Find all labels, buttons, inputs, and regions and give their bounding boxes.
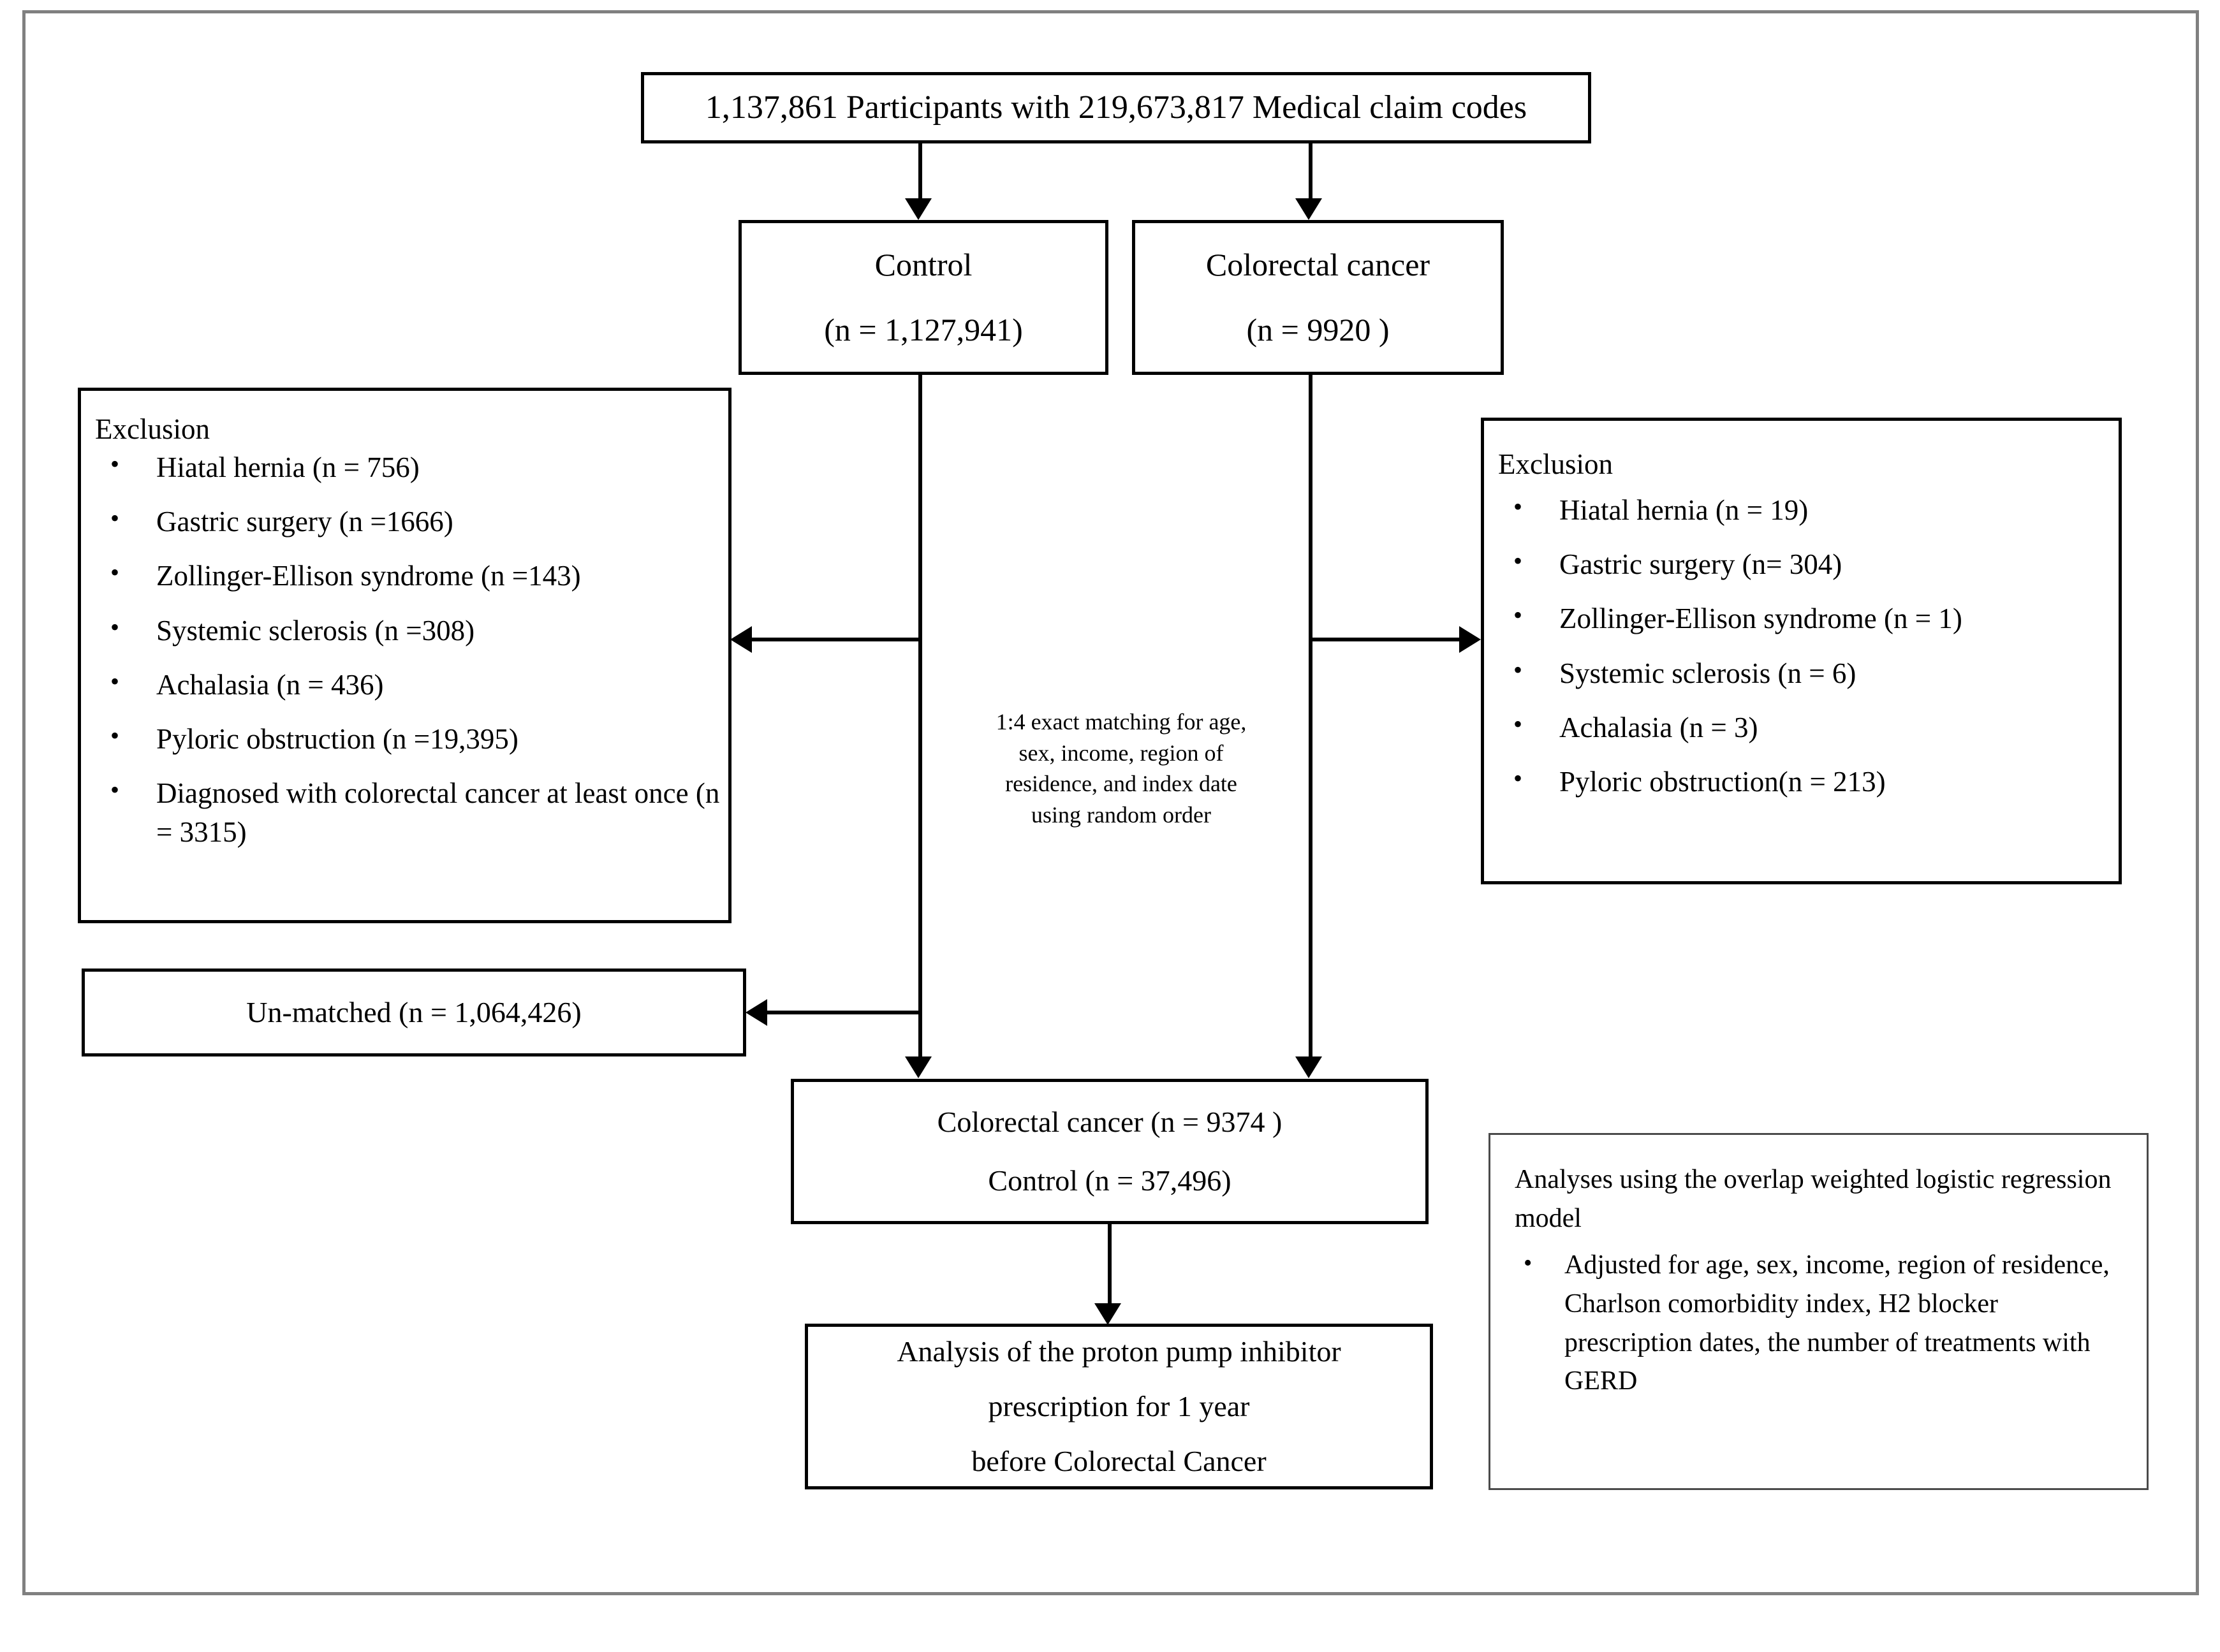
- bullet-icon: •: [110, 775, 120, 805]
- arrowhead-cancer-to-matched: [1295, 1056, 1322, 1078]
- arrowhead-cancer-to-exclusion: [1459, 626, 1481, 653]
- exclusion-right-item-label: Achalasia (n = 3): [1559, 711, 1758, 743]
- bullet-icon: •: [110, 666, 120, 696]
- exclusion-box-cancer: Exclusion • Hiatal hernia (n = 19) • Gas…: [1481, 418, 2122, 884]
- cancer-group-box: Colorectal cancer (n = 9920 ): [1132, 220, 1504, 375]
- analysis-line-1: Analysis of the proton pump inhibitor: [897, 1334, 1341, 1368]
- connector-cancer-to-exclusion: [1309, 638, 1462, 641]
- connector-control-to-unmatched: [765, 1011, 921, 1014]
- bullet-icon: •: [110, 558, 120, 587]
- exclusion-left-item: • Zollinger-Ellison syndrome (n =143): [81, 557, 728, 596]
- arrowhead-control-to-matched: [905, 1056, 932, 1078]
- bullet-icon: •: [1513, 546, 1523, 576]
- bullet-icon: •: [1513, 763, 1523, 793]
- exclusion-right-item: • Gastric surgery (n= 304): [1484, 545, 2119, 584]
- bullet-icon: •: [1513, 655, 1523, 684]
- unmatched-box: Un-matched (n = 1,064,426): [82, 969, 746, 1056]
- bullet-icon: •: [1513, 492, 1523, 521]
- bullet-icon: •: [1524, 1249, 1533, 1276]
- arrowhead-title-to-cancer: [1295, 198, 1322, 220]
- exclusion-right-item-label: Hiatal hernia (n = 19): [1559, 494, 1809, 526]
- exclusion-right-item-label: Gastric surgery (n= 304): [1559, 548, 1842, 581]
- control-group-count: (n = 1,127,941): [824, 311, 1023, 347]
- connector-control-to-exclusion: [750, 638, 921, 641]
- bullet-icon: •: [110, 612, 120, 641]
- exclusion-left-item: • Pyloric obstruction (n =19,395): [81, 720, 728, 759]
- connector-control-spine: [918, 375, 922, 1059]
- exclusion-left-item-label: Gastric surgery (n =1666): [156, 506, 453, 538]
- exclusion-right-item-label: Pyloric obstruction(n = 213): [1559, 765, 1886, 798]
- connector-title-to-control: [918, 143, 922, 202]
- bullet-icon: •: [1513, 709, 1523, 738]
- bullet-icon: •: [110, 450, 120, 478]
- exclusion-right-item: • Systemic sclerosis (n = 6): [1484, 654, 2119, 693]
- bullet-icon: •: [1513, 601, 1523, 630]
- arrowhead-control-to-exclusion: [730, 626, 752, 653]
- exclusion-right-item-label: Zollinger-Ellison syndrome (n = 1): [1559, 603, 1962, 635]
- matching-caption-line: using random order: [1031, 801, 1211, 828]
- exclusion-left-item-label: Hiatal hernia (n = 756): [156, 451, 420, 483]
- total-participants-box: 1,137,861 Participants with 219,673,817 …: [641, 72, 1591, 143]
- exclusion-left-item: • Hiatal hernia (n = 756): [81, 448, 728, 487]
- analyses-note-heading: Analyses using the overlap weighted logi…: [1515, 1165, 2112, 1233]
- unmatched-text: Un-matched (n = 1,064,426): [246, 995, 582, 1028]
- exclusion-box-control: Exclusion • Hiatal hernia (n = 756) • Ga…: [78, 388, 731, 923]
- connector-cancer-spine: [1309, 375, 1312, 1059]
- matched-cohort-control: Control (n = 37,496): [988, 1164, 1231, 1197]
- exclusion-right-item: • Zollinger-Ellison syndrome (n = 1): [1484, 599, 2119, 638]
- analyses-note-item: • Adjusted for age, sex, income, region …: [1515, 1246, 2119, 1401]
- exclusion-left-item: • Systemic sclerosis (n =308): [81, 611, 728, 650]
- exclusion-right-item: • Achalasia (n = 3): [1484, 708, 2119, 747]
- analysis-line-2: prescription for 1 year: [988, 1389, 1250, 1422]
- exclusion-left-item-label: Achalasia (n = 436): [156, 668, 384, 701]
- arrowhead-title-to-control: [905, 198, 932, 220]
- control-group-label: Control: [874, 247, 973, 282]
- exclusion-left-list: • Hiatal hernia (n = 756) • Gastric surg…: [81, 448, 728, 852]
- exclusion-right-item: • Pyloric obstruction(n = 213): [1484, 763, 2119, 801]
- bullet-icon: •: [110, 720, 120, 750]
- analysis-line-3: before Colorectal Cancer: [971, 1445, 1267, 1478]
- exclusion-left-item-label: Zollinger-Ellison syndrome (n =143): [156, 560, 581, 592]
- matched-cohort-cancer: Colorectal cancer (n = 9374 ): [937, 1105, 1283, 1138]
- total-participants-text: 1,137,861 Participants with 219,673,817 …: [705, 89, 1527, 126]
- connector-matched-to-analysis: [1108, 1224, 1112, 1306]
- exclusion-left-item: • Achalasia (n = 436): [81, 666, 728, 705]
- cancer-group-count: (n = 9920 ): [1246, 311, 1390, 347]
- analyses-note-list: • Adjusted for age, sex, income, region …: [1515, 1246, 2119, 1401]
- analyses-note-item-label: Adjusted for age, sex, income, region of…: [1564, 1250, 2110, 1396]
- bullet-icon: •: [110, 504, 120, 533]
- matching-caption: 1:4 exact matching for age, sex, income,…: [955, 706, 1287, 830]
- arrowhead-control-to-unmatched: [746, 999, 767, 1026]
- exclusion-left-heading: Exclusion: [95, 413, 210, 445]
- analysis-box: Analysis of the proton pump inhibitor pr…: [805, 1324, 1433, 1489]
- control-group-box: Control (n = 1,127,941): [739, 220, 1108, 375]
- matching-caption-line: 1:4 exact matching for age,: [996, 709, 1247, 735]
- matched-cohort-box: Colorectal cancer (n = 9374 ) Control (n…: [791, 1079, 1429, 1224]
- analyses-note-box: Analyses using the overlap weighted logi…: [1489, 1133, 2149, 1490]
- exclusion-left-item-label: Pyloric obstruction (n =19,395): [156, 722, 518, 755]
- exclusion-right-heading: Exclusion: [1498, 448, 1613, 480]
- exclusion-left-item: • Gastric surgery (n =1666): [81, 502, 728, 541]
- arrowhead-matched-to-analysis: [1094, 1303, 1121, 1325]
- exclusion-right-item: • Hiatal hernia (n = 19): [1484, 491, 2119, 530]
- exclusion-left-item-label: Diagnosed with colorectal cancer at leas…: [156, 777, 720, 849]
- exclusion-left-item-label: Systemic sclerosis (n =308): [156, 614, 475, 647]
- exclusion-right-item-label: Systemic sclerosis (n = 6): [1559, 657, 1856, 689]
- exclusion-left-item: • Diagnosed with colorectal cancer at le…: [81, 774, 728, 852]
- figure-outer-frame: [22, 10, 2199, 1595]
- connector-title-to-cancer: [1309, 143, 1312, 202]
- matching-caption-line: residence, and index date: [1005, 771, 1237, 797]
- matching-caption-line: sex, income, region of: [1018, 740, 1224, 766]
- cancer-group-label: Colorectal cancer: [1205, 247, 1430, 282]
- exclusion-right-list: • Hiatal hernia (n = 19) • Gastric surge…: [1484, 491, 2119, 801]
